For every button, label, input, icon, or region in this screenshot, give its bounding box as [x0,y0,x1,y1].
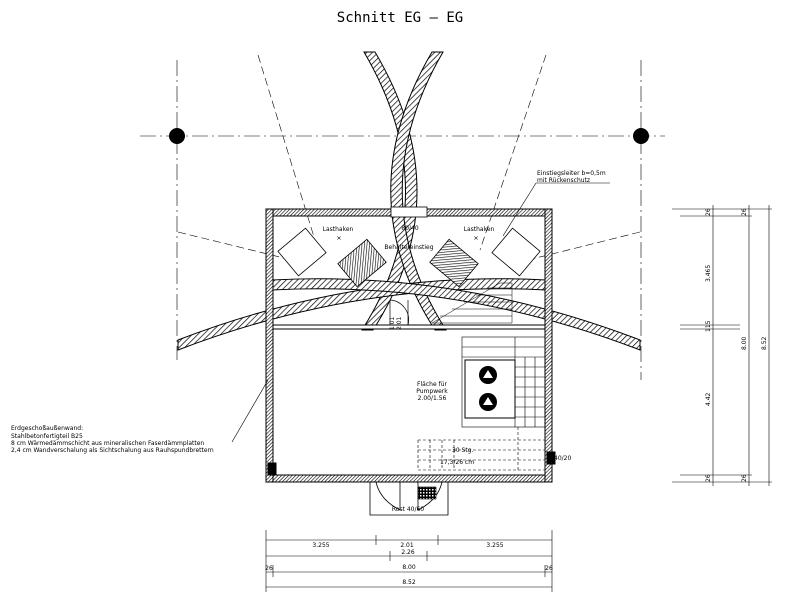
drawing-title: Schnitt EG — EG [337,10,463,26]
dimension-lines-right [672,205,772,486]
grate-icon [417,486,437,500]
masonry-area [431,282,513,324]
dim-text: 8.52 [402,579,416,586]
dim-text: 3.465 [705,265,712,282]
dim-text: 8.00 [741,336,748,350]
dim-text: 2.26 [401,549,415,556]
entrance [369,481,449,516]
dim-text: 4.42 [705,392,712,406]
pump-symbols [479,366,497,411]
label-stairs-1: 30 Stg. [452,447,474,454]
lasthaken-x-left: × [336,234,341,242]
label-door-height-2: 2.01 [396,316,403,330]
tank-left [277,227,387,288]
wall-note-line: 2,4 cm Wandverschalung als Sichtschalung… [11,447,214,454]
axis-marker-right [633,128,649,144]
label-pumpwerk-2: Pumpwerk [416,388,448,395]
dim-text: 26 [705,208,712,216]
dim-text: 8.52 [761,336,768,350]
leader-lines [231,182,610,443]
label-lasthaken-left: Lasthaken [323,226,354,233]
stair-dashed [417,427,545,471]
interior-door [389,299,409,326]
dimension-lines-bottom [265,530,553,592]
dim-text: 26 [265,565,273,572]
label-ladder-2: mit Rückenschutz [537,177,590,184]
label-pumpwerk-1: Fläche für [417,381,447,388]
dim-text: 3.255 [312,542,329,549]
label-door-height-1: 1.01 [389,316,396,330]
label-ladder-1: Einstiegsleiter b=0,5m [537,170,606,177]
wall-note-line: Erdgeschoßaußenwand: [11,425,83,432]
curved-walls [177,51,641,351]
label-opening: 80/40 [401,225,418,232]
label-window: 40/20 [554,455,571,462]
tank-right [429,227,541,288]
dim-text: 3.255 [486,542,503,549]
lasthaken-x-right: × [473,234,478,242]
dimension-texts-bottom: 3.255 2.01 3.255 2.26 26 8.00 26 8.52 [265,542,553,586]
dim-text: 26 [545,565,553,572]
guide-lines [177,54,641,263]
roof-opening [390,206,428,218]
label-behaelter-einstieg: Behältereinstieg [384,244,433,251]
axis-marker-left [169,128,185,144]
dim-text: 26 [741,474,748,482]
label-pumpwerk-3: 2.00/1.56 [418,395,447,402]
staircase [461,336,546,428]
wall-note: Erdgeschoßaußenwand: Stahlbetonfertigtei… [11,425,214,454]
label-stairs-2: 17,3/26 cm [440,459,474,466]
label-rost: Rost 40/60 [392,506,424,513]
wall-note-line: Stahlbetonfertigteil B25 [11,433,83,440]
label-lasthaken-right: Lasthaken [464,226,495,233]
dim-text: 8.00 [402,564,416,571]
dim-text: 115 [705,320,712,332]
wall-note-line: 8 cm Wärmedämmschicht aus mineralischen … [11,440,204,447]
dimension-texts-right: 26 26 3.465 115 4.42 26 26 8.00 8.52 [705,208,768,482]
dim-text: 2.01 [400,542,414,549]
dim-text: 26 [705,474,712,482]
dim-text: 26 [741,208,748,216]
